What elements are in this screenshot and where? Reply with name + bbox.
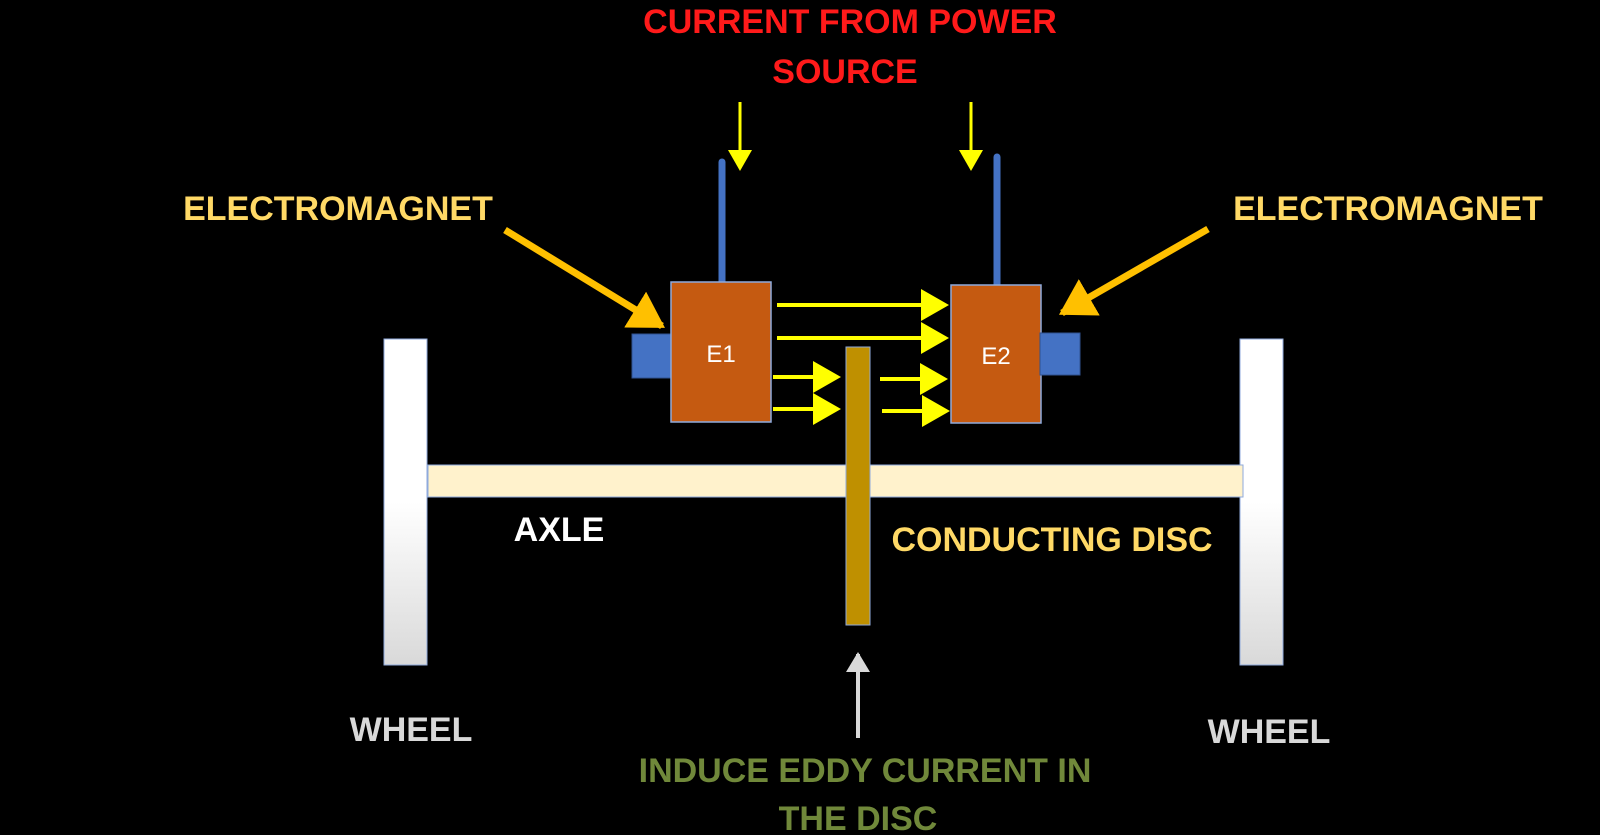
electromagnet-e1-label: E1 — [706, 341, 735, 368]
electromagnet-label-right: ELECTROMAGNET — [1233, 190, 1543, 228]
pole-piece-e2 — [1039, 332, 1081, 376]
electromagnet-e1 — [670, 281, 772, 423]
eddy-current-label-line2: THE DISC — [779, 800, 938, 835]
electromagnet-e2-label: E2 — [981, 343, 1010, 370]
wheel-left — [383, 338, 428, 666]
axle-label: AXLE — [514, 511, 605, 549]
wheel-right — [1239, 338, 1284, 666]
electromagnet-pointer-left — [503, 227, 665, 329]
conducting-disc-label: CONDUCTING DISC — [891, 521, 1212, 559]
electromagnet-label-left: ELECTROMAGNET — [183, 190, 493, 228]
axle — [427, 464, 1244, 498]
electromagnet-pointer-right — [1058, 225, 1210, 317]
eddy-current-label-line1: INDUCE EDDY CURRENT IN — [639, 752, 1092, 790]
pole-piece-e1 — [631, 333, 673, 379]
conducting-disc — [845, 346, 871, 626]
electromagnet-e2 — [950, 284, 1042, 424]
power-source-label-line2: SOURCE — [772, 53, 917, 91]
power-source-label-line1: CURRENT FROM POWER — [643, 3, 1057, 41]
wheel-label-right: WHEEL — [1208, 713, 1331, 751]
wheel-label-left: WHEEL — [350, 711, 473, 749]
